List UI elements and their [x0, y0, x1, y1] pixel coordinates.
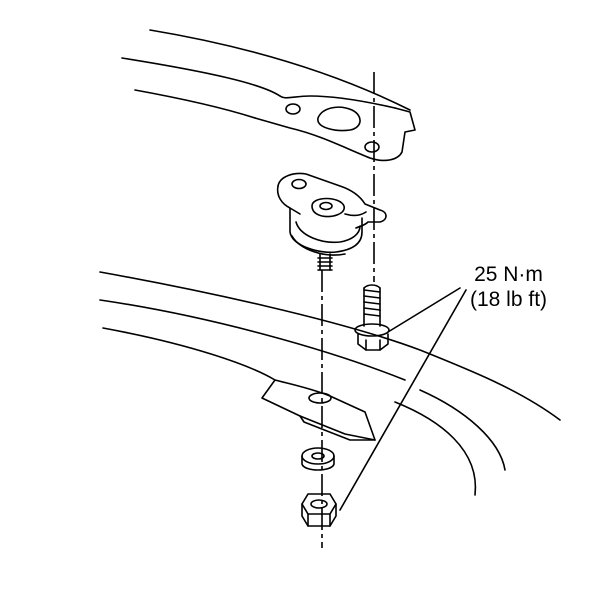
leader-lines — [339, 287, 467, 511]
alignment-centerlines — [321, 72, 375, 548]
washer — [301, 447, 335, 471]
torque-spec-label: 25 N·m (18 lb ft) — [470, 262, 547, 312]
torque-imperial-value: (18 lb ft) — [470, 288, 548, 311]
torque-metric-value: 25 N·m — [474, 263, 543, 286]
hex-nut — [301, 493, 337, 527]
lower-frame-rail — [99, 271, 561, 496]
flange-bolt — [354, 284, 390, 351]
upper-frame-rail — [121, 29, 416, 162]
body-mount-cushion — [276, 172, 387, 271]
